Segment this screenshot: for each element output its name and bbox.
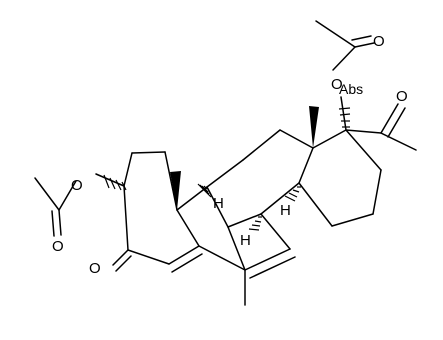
hash-bonds [103, 107, 351, 231]
bond [58, 180, 77, 211]
bond [206, 159, 244, 188]
bond [95, 173, 125, 187]
bond [244, 248, 291, 271]
bond [164, 151, 178, 211]
bond [51, 210, 55, 237]
hash-c8-h [248, 216, 262, 231]
bond [115, 255, 132, 272]
bond [372, 169, 382, 215]
bond [345, 129, 382, 134]
atom-labels: O O O O O O Abs H H H [52, 33, 408, 277]
bond-lines [34, 20, 417, 306]
bond [58, 209, 62, 236]
bond [206, 186, 229, 228]
bond [312, 129, 347, 149]
bond [351, 35, 372, 41]
bond [123, 185, 129, 251]
wedge-bonds [170, 106, 319, 210]
atom-o-c20-ketone: O [396, 88, 408, 105]
bond [227, 226, 246, 271]
bond [242, 129, 281, 161]
bond [227, 213, 262, 228]
bond [176, 186, 208, 211]
bond [315, 20, 356, 48]
bond [112, 249, 129, 266]
bond [331, 213, 374, 227]
stereo-h-c14: H [280, 202, 291, 219]
atom-o-acetate-carbonyl-top: O [373, 33, 385, 50]
bond [249, 256, 296, 279]
bond [380, 132, 417, 151]
bond [380, 103, 399, 134]
bond [340, 96, 347, 131]
atom-o-ester-c17: O [331, 76, 343, 93]
bond [345, 129, 382, 171]
abs-stereo-marker: Abs [339, 81, 363, 97]
bond [131, 151, 166, 154]
bond [298, 147, 314, 184]
bond [354, 42, 375, 48]
stereo-h-c8: H [240, 232, 251, 249]
bond [168, 245, 200, 265]
hash-c14-h [284, 186, 301, 202]
hash-c2-o [103, 174, 127, 191]
hash-c9-h [197, 183, 212, 198]
bond [279, 129, 314, 149]
wedge-c18-methyl [309, 106, 319, 148]
atom-o-acetate-carbonyl-left: O [52, 238, 64, 255]
bond [298, 182, 333, 227]
wedge-c19-methyl [170, 171, 181, 210]
bond [332, 46, 356, 71]
stereo-h-c9: H [213, 195, 224, 212]
bond [260, 182, 300, 215]
atom-o-ketone: O [89, 260, 101, 277]
bond [260, 213, 291, 250]
bond [127, 249, 170, 265]
bond [387, 107, 406, 138]
hash-c17-o [338, 107, 351, 128]
bond [123, 152, 133, 187]
bond [171, 253, 203, 273]
bond [176, 209, 200, 247]
bond [34, 177, 60, 211]
bond [198, 245, 246, 271]
atom-o-ester-c2: O [71, 177, 83, 194]
